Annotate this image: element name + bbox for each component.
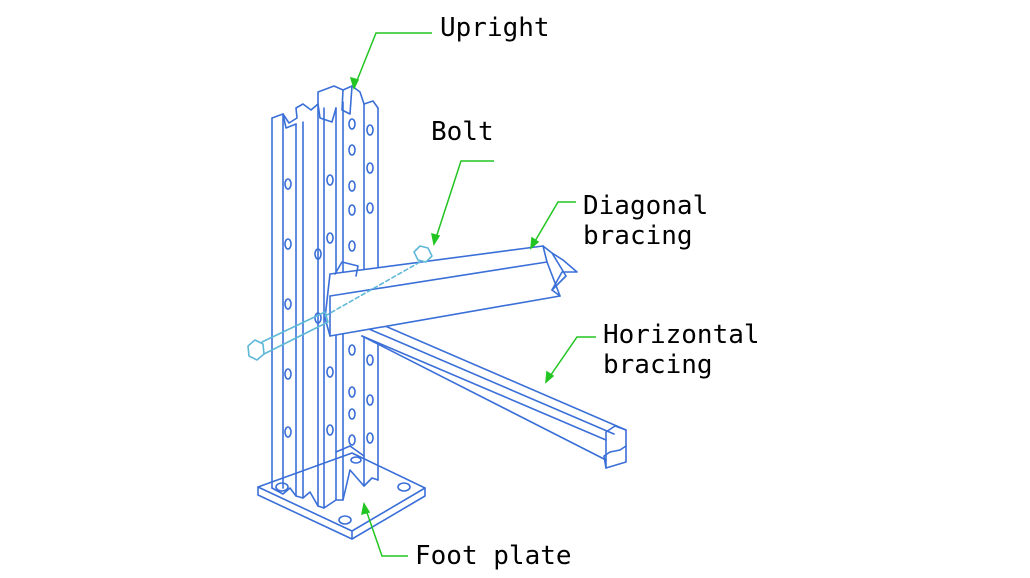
foot-plate-leader — [361, 502, 408, 557]
upright-holes — [284, 118, 374, 446]
foot-plate-hole — [350, 456, 362, 464]
horizontal-bracing-leader — [545, 336, 596, 384]
horizontal-bracing — [361, 315, 627, 469]
foot-plate-hole — [275, 482, 289, 492]
foot-plate — [257, 452, 426, 540]
foot-plate-hole — [397, 482, 411, 492]
horizontal-bracing-label-line1: Horizontal — [603, 320, 760, 350]
bolt-leader — [431, 160, 494, 246]
upright — [271, 85, 379, 509]
horizontal-bracing-label-line2: bracing — [603, 350, 713, 380]
diagonal-bracing-label: Diagonal bracing — [583, 191, 708, 251]
foot-plate-label: Foot plate — [415, 541, 572, 571]
diagonal-bracing-leader — [530, 201, 576, 250]
diagonal-bracing-label-line2: bracing — [583, 221, 693, 251]
bolt-nut — [413, 245, 433, 263]
diagonal-bracing-label-line1: Diagonal — [583, 191, 709, 221]
upright-label: Upright — [440, 13, 550, 43]
upright-leader — [349, 32, 432, 91]
horizontal-bracing-label: Horizontal bracing — [603, 320, 760, 380]
foot-plate-hole — [338, 515, 352, 525]
bolt — [247, 245, 433, 361]
diagonal-bracing — [324, 245, 578, 337]
bolt-label: Bolt — [431, 117, 494, 147]
